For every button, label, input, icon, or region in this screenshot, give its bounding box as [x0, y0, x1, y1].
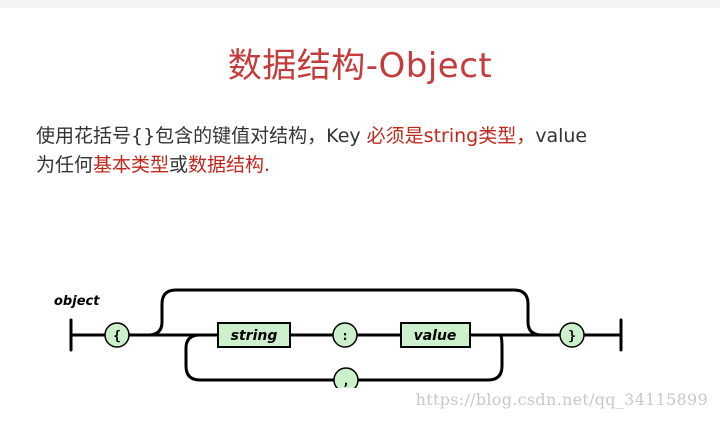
open-brace-text: {: [113, 329, 121, 344]
comma-node: [333, 367, 359, 388]
description-line-2: 为任何基本类型或数据结构.: [36, 151, 696, 180]
diagram-label: object: [54, 294, 100, 309]
comma-text: ,: [342, 374, 350, 388]
object-syntax-diagram: object { string : value , }: [54, 288, 623, 388]
watermark: https://blog.csdn.net/qq_34115899: [415, 390, 708, 409]
close-brace-node: [559, 322, 585, 348]
value-box-text: value: [414, 328, 457, 344]
description-line-1: 使用花括号{}包含的键值对结构，Key 必须是string类型，value: [36, 122, 696, 151]
desc-highlight: 必须是string类型，: [366, 125, 536, 147]
open-brace-node: [104, 322, 130, 348]
close-brace-text: }: [568, 329, 576, 344]
empty-object-bypass: [146, 288, 544, 337]
desc-text: 或: [169, 154, 189, 176]
desc-highlight: 基本类型: [93, 154, 170, 176]
string-box-text: string: [231, 328, 278, 344]
desc-highlight: 数据结构.: [188, 154, 271, 176]
slide-title: 数据结构-Object: [227, 46, 493, 86]
desc-text: value: [535, 125, 588, 147]
desc-text: 为任何: [36, 154, 94, 176]
colon-node: [332, 322, 358, 348]
desc-text: 使用花括号{}包含的键值对结构，Key: [36, 125, 367, 147]
colon-text: :: [341, 329, 349, 344]
string-box: [217, 322, 291, 348]
slide-description: 使用花括号{}包含的键值对结构，Key 必须是string类型，value 为任…: [36, 122, 696, 180]
top-band: [0, 0, 720, 8]
value-box: [400, 322, 471, 348]
